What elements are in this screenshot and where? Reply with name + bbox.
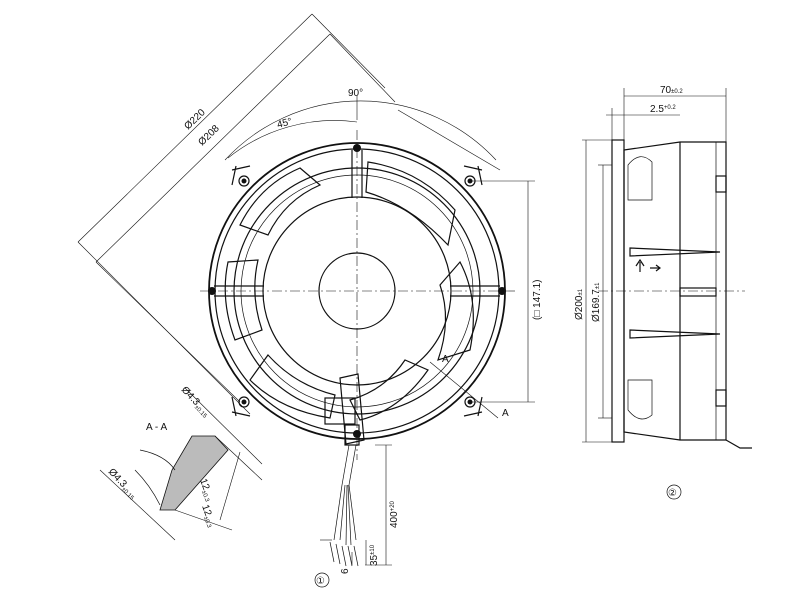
section-mark-bottom: A <box>502 408 509 419</box>
callout-1-circle <box>314 572 330 588</box>
cable-35-label: 35±10 <box>369 544 380 566</box>
side-bolt-bottom <box>715 389 727 407</box>
section-mark-top: A <box>442 354 449 365</box>
front-view: Ø220 Ø208 90° 45° (□ 147.1) A A 400+20 3… <box>77 13 543 588</box>
section-a-a: A - A Ø4.3±0.15 Ø4.3±0.15 12±0.3 12±0.3 <box>99 385 263 541</box>
side-view: 70±0.2 2.5+0.2 Ø200±1 Ø169.7±1 ② <box>574 85 752 500</box>
hole-top-dimline <box>184 387 263 465</box>
angle-90-leader <box>397 109 501 171</box>
rib-top <box>351 150 363 198</box>
angle-90-arc <box>224 100 497 161</box>
width-label: 70±0.2 <box>660 85 683 96</box>
cable-exit <box>344 424 360 446</box>
dia-208-dimline <box>95 33 331 263</box>
flange-corner-tl <box>231 165 251 186</box>
side-cable-stub <box>725 439 752 449</box>
side-hub-slot <box>679 287 717 297</box>
hole-bottom-dimline <box>99 469 176 541</box>
side-clip-bottom <box>627 379 653 420</box>
rib-left <box>214 285 264 297</box>
dim-12b-label: 12±0.3 <box>198 503 217 529</box>
airflow-arrow-icon <box>635 258 645 272</box>
dim-12a-label: 12±0.3 <box>196 477 215 503</box>
rib-anchor-left <box>208 287 216 295</box>
section-profile <box>159 435 229 511</box>
rib-right <box>450 285 500 297</box>
dia-220-ext-top <box>311 13 386 89</box>
blade-2 <box>437 260 474 361</box>
cable-leads <box>329 541 359 567</box>
section-break-upper <box>139 449 176 471</box>
mounting-hole-bl <box>238 396 250 408</box>
blade-1 <box>365 161 456 247</box>
callout-2-label: ② <box>668 488 677 499</box>
side-bolt-top <box>715 175 727 193</box>
dia169-label: Ø169.7±1 <box>591 282 602 322</box>
flange-corner-tr <box>463 165 483 186</box>
cable-6-label: 6 <box>340 568 351 574</box>
callout-2-circle <box>666 484 682 500</box>
cable-wires <box>333 444 357 546</box>
blade-5 <box>224 259 263 341</box>
dim-12b-ext <box>174 509 233 531</box>
side-blade-lower <box>629 329 721 339</box>
hole-bottom-label: Ø4.3±0.15 <box>105 467 139 502</box>
flange-corner-bl <box>231 396 251 417</box>
section-cut-line <box>429 361 499 419</box>
square-dim-label: (□ 147.1) <box>532 279 543 320</box>
blade-4 <box>249 354 336 419</box>
flange-label: 2.5+0.2 <box>650 104 676 115</box>
mounting-hole-tl <box>238 175 250 187</box>
cable-strain-relief <box>324 397 356 425</box>
section-break-lower <box>134 469 161 506</box>
dia200-label: Ø200±1 <box>574 288 585 320</box>
section-title: A - A <box>146 422 167 433</box>
dia-220-dimline <box>77 13 313 243</box>
dia-208-ext-top <box>329 33 396 103</box>
dia-208-ext-bottom <box>95 261 241 403</box>
cable-gland <box>339 373 365 445</box>
callout-1-label: ① <box>316 576 325 587</box>
dia-208-label: Ø208 <box>196 123 222 148</box>
blade-6 <box>239 167 322 236</box>
rotation-arrow-icon <box>650 264 661 272</box>
angle-90-label: 90° <box>348 88 363 99</box>
side-clip-top <box>627 156 653 201</box>
angle-45-label: 45° <box>276 116 293 131</box>
angle-45-arc <box>227 120 358 159</box>
flange-corner-br <box>463 396 483 417</box>
dia-220-label: Ø220 <box>182 107 208 132</box>
cable-400-label: 400+20 <box>389 500 400 528</box>
hole-top-label: Ø4.3±0.15 <box>178 385 212 420</box>
side-blade-upper <box>629 247 721 257</box>
dim-12-dimline <box>219 451 241 521</box>
